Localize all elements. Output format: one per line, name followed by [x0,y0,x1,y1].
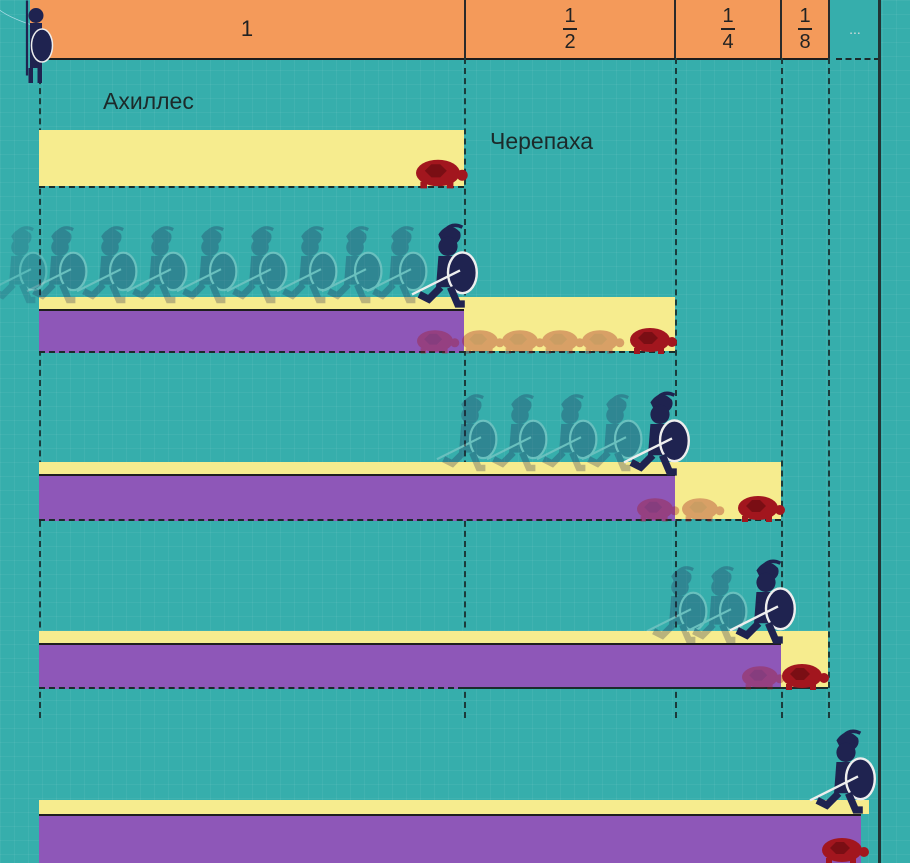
faded-edge-figure [0,228,46,300]
tortoise-icon [416,160,468,189]
achilles-start [27,1,53,84]
warrior-ghosts-row3 [437,396,641,468]
tortoise-icon [822,838,869,863]
warrior-ghosts-row2 [27,228,426,300]
tortoise-icon [782,664,829,690]
tortoise-ghosts-row3 [637,498,724,521]
warrior-icon [810,731,875,810]
tortoise-ghosts-row2 [417,330,624,353]
tortoise-ghost [742,666,784,689]
tortoise-icon [630,328,677,354]
tortoise-icon [738,496,785,522]
